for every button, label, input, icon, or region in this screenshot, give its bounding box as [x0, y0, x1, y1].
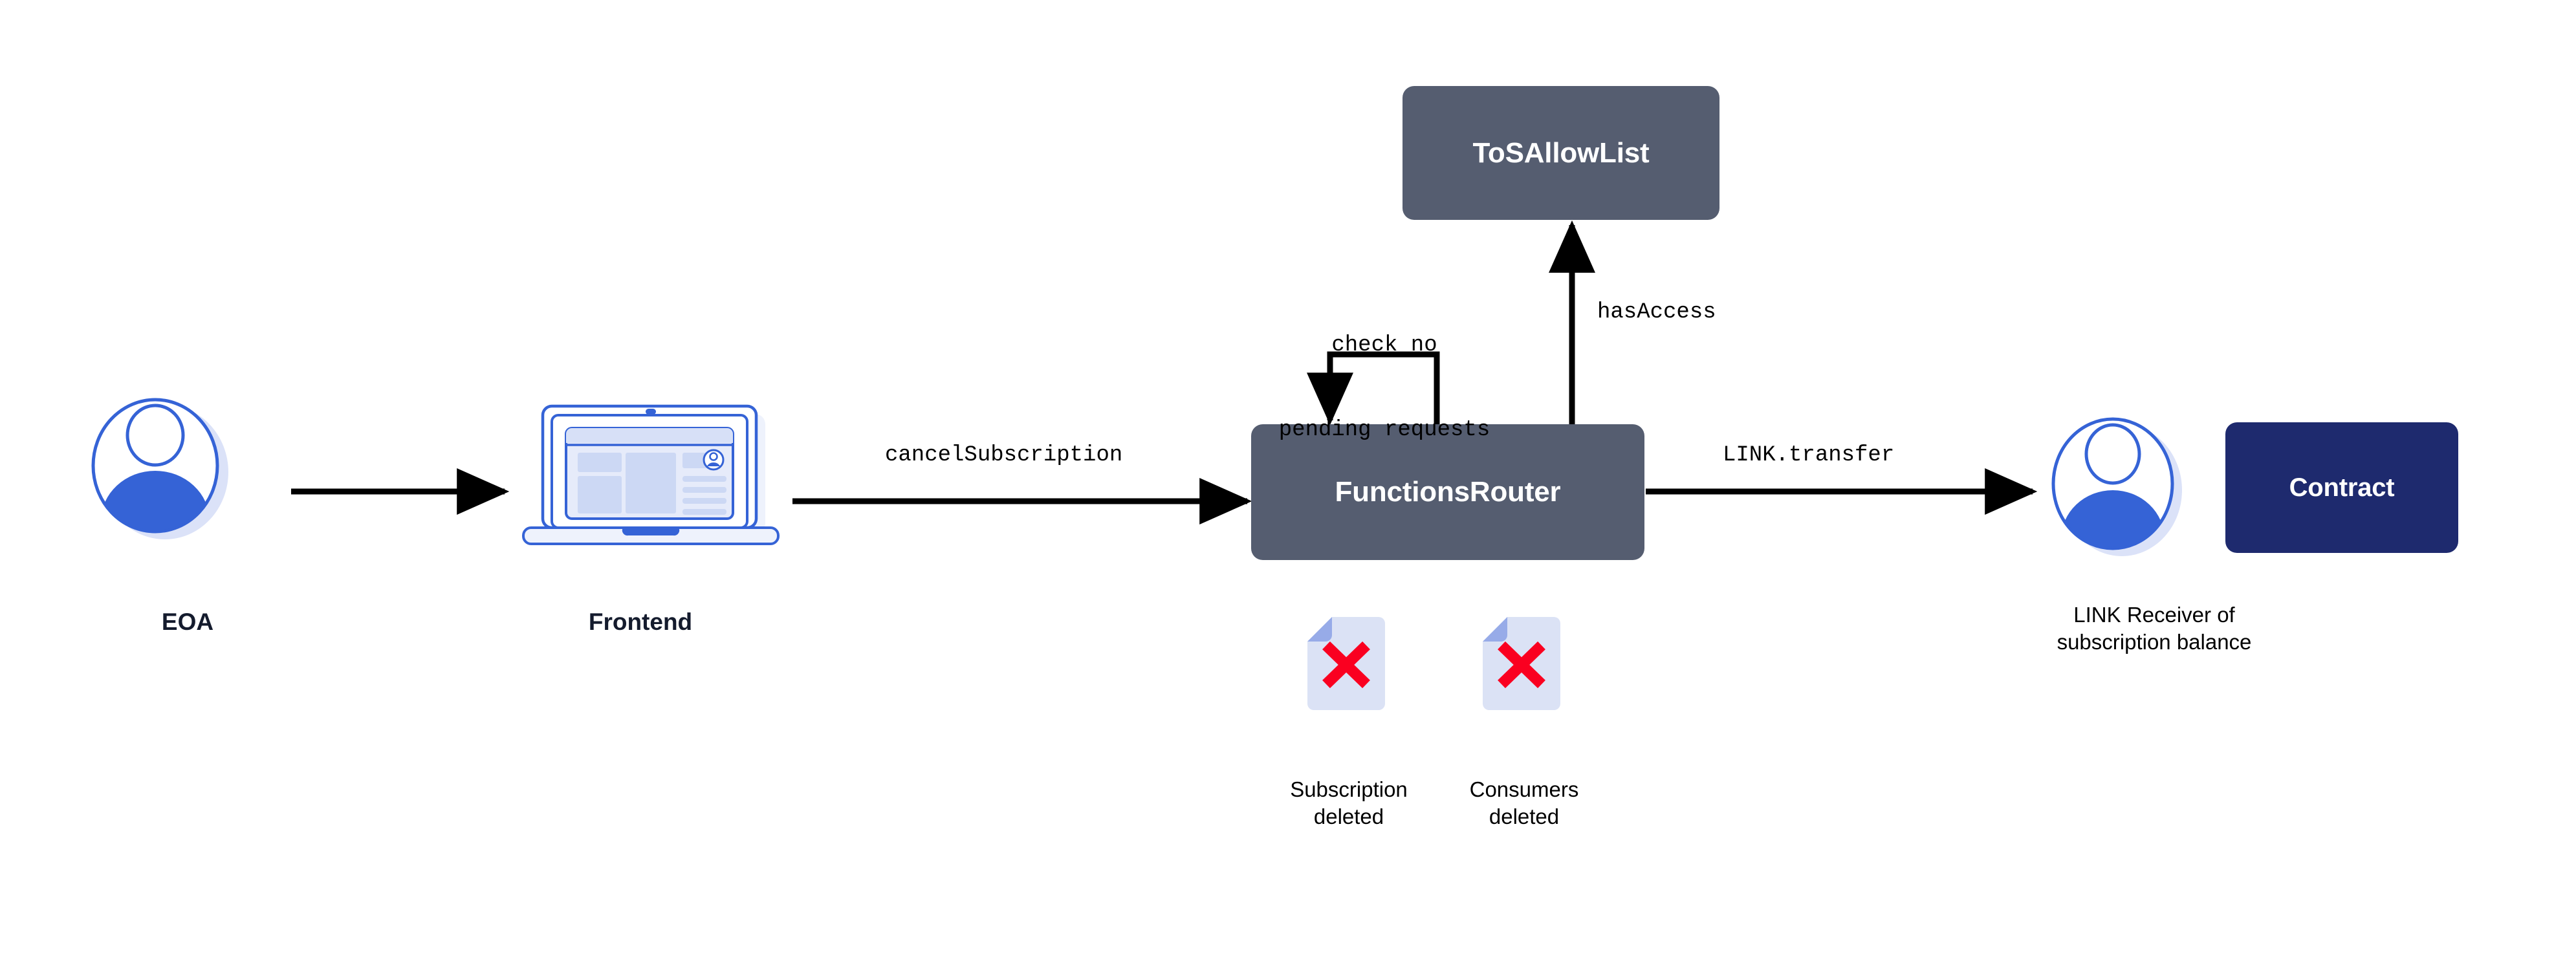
consumers-deleted-caption-line2: deleted: [1489, 804, 1560, 828]
laptop-icon: [522, 404, 780, 545]
link-receiver-caption-line2: subscription balance: [2057, 629, 2252, 654]
link-receiver-caption-line1: LINK Receiver of: [2073, 603, 2235, 627]
frontend-caption: Frontend: [588, 609, 693, 635]
subscription-deleted-doc: [1306, 616, 1386, 711]
functions-router-box[interactable]: FunctionsRouter: [1251, 424, 1644, 560]
edge-label-check-no-pending-requests: check no pending requests: [1261, 275, 1507, 501]
document-deleted-icon: [1483, 617, 1560, 710]
contract-box[interactable]: Contract: [2225, 422, 2458, 553]
edge-label-check-no-pending-requests-line2: pending requests: [1278, 417, 1490, 442]
edge-label-check-no-pending-requests-line1: check no: [1331, 333, 1437, 358]
eoa-avatar: [91, 394, 230, 543]
user-avatar-icon: [2051, 417, 2182, 556]
consumers-deleted-caption: Consumers deleted: [1427, 776, 1621, 830]
subscription-deleted-caption-line2: deleted: [1313, 804, 1384, 828]
edge-label-has-access: hasAccess: [1597, 300, 1716, 325]
subscription-deleted-caption: Subscription deleted: [1252, 776, 1446, 830]
tos-allow-list-box[interactable]: ToSAllowList: [1403, 86, 1719, 220]
frontend-laptop: [514, 401, 792, 550]
link-receiver-avatar: [2051, 414, 2187, 559]
eoa-caption: EOA: [161, 609, 214, 635]
user-avatar-icon: [91, 398, 228, 539]
delete-x-icon: [1322, 641, 1370, 689]
edge-label-link-transfer: LINK.transfer: [1723, 443, 1895, 468]
delete-x-icon: [1498, 641, 1545, 689]
link-receiver-caption: LINK Receiver of subscription balance: [1954, 601, 2355, 655]
avatar-badge-icon: [703, 449, 725, 471]
document-deleted-icon: [1307, 617, 1385, 710]
consumers-deleted-doc: [1481, 616, 1562, 711]
consumers-deleted-caption-line1: Consumers: [1469, 777, 1579, 801]
edge-label-cancel-subscription: cancelSubscription: [885, 443, 1123, 468]
subscription-deleted-caption-line1: Subscription: [1290, 777, 1408, 801]
